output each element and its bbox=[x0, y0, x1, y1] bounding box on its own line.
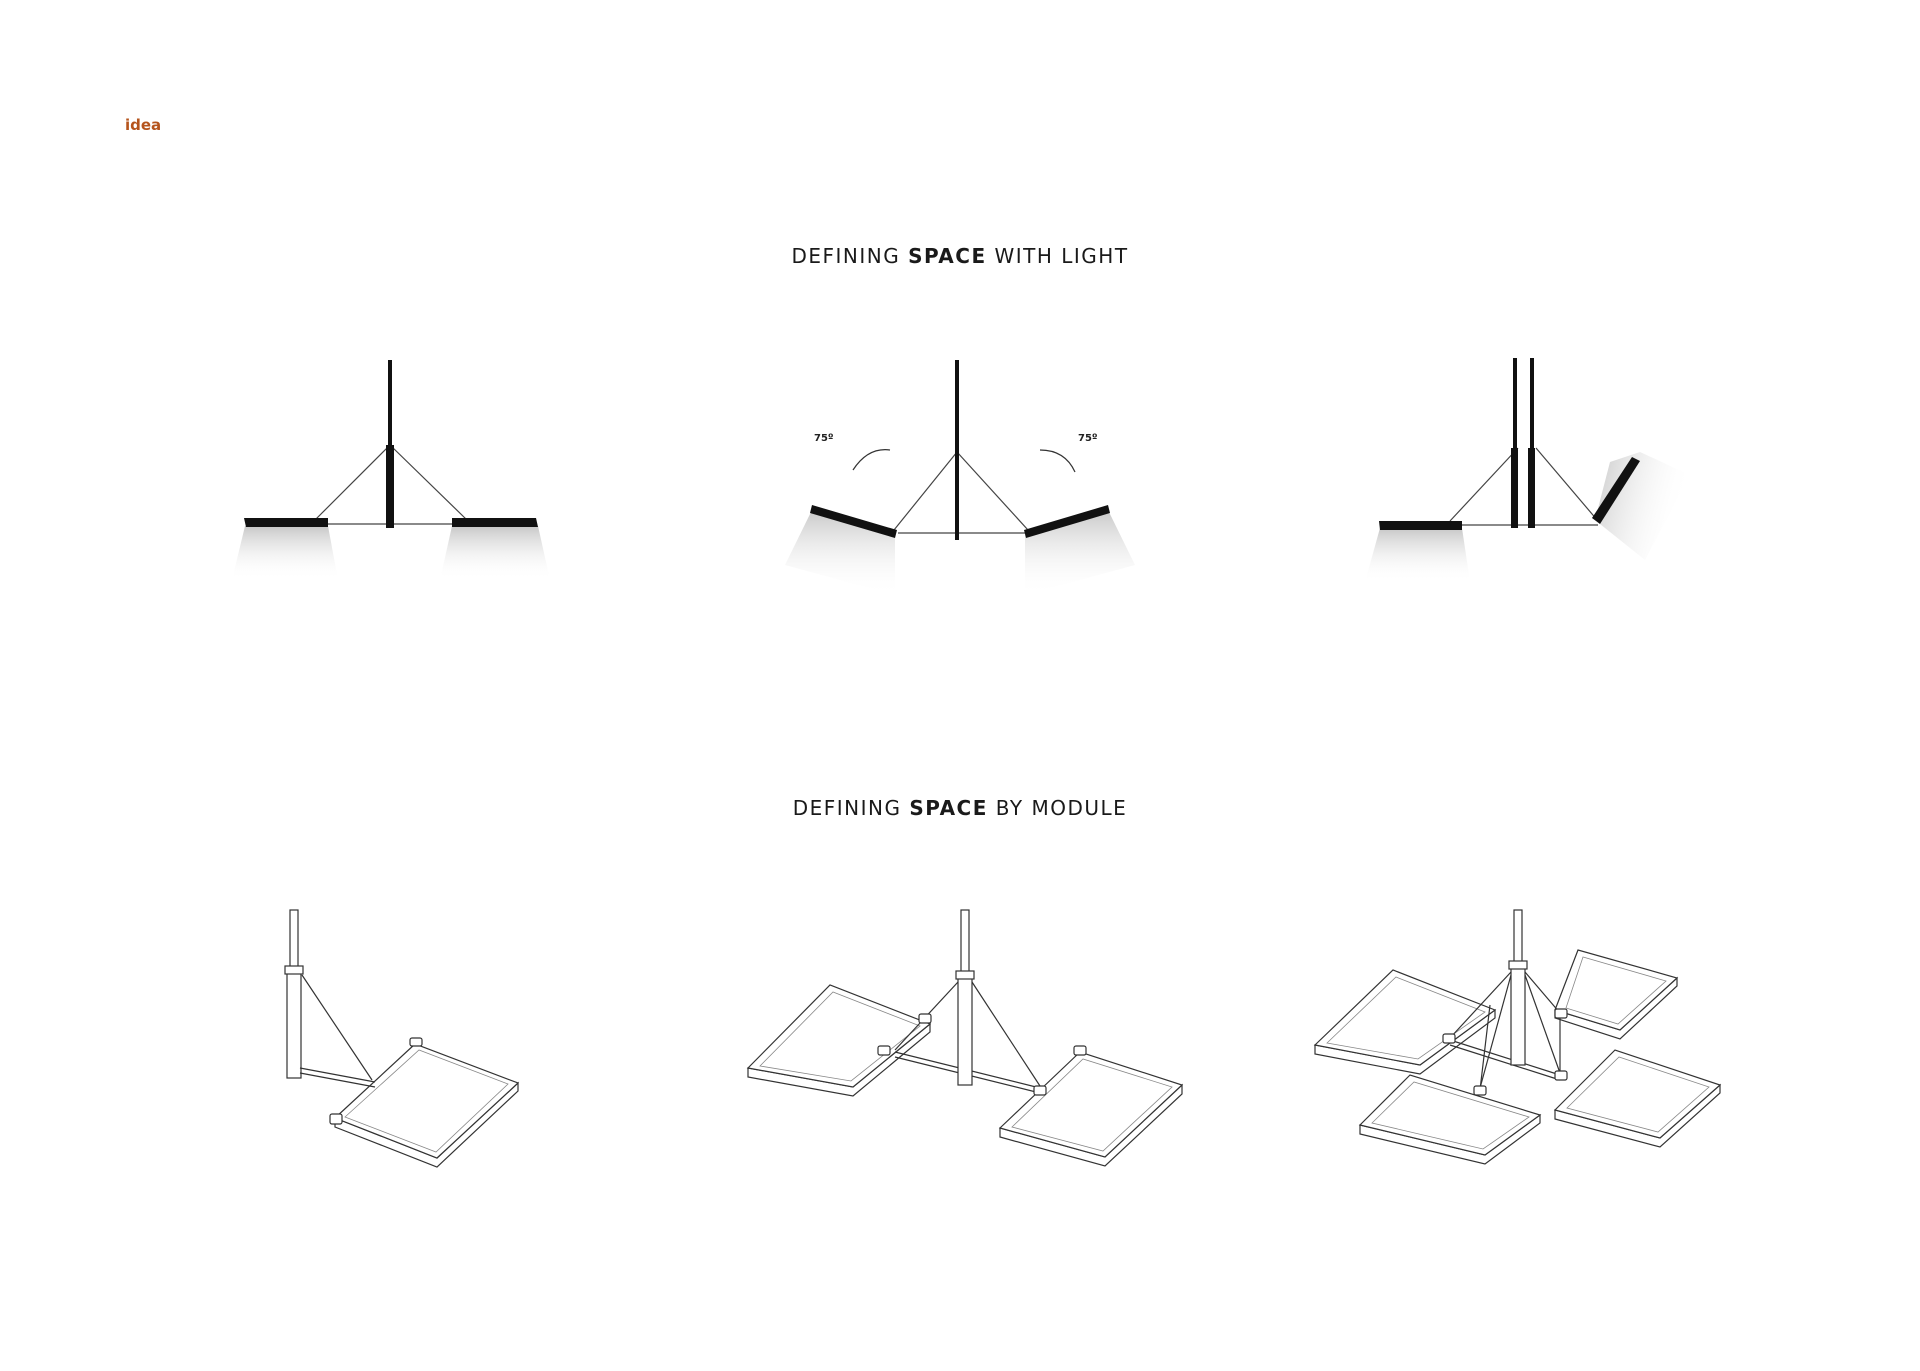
pole-collar bbox=[1508, 960, 1528, 970]
light-panel-right bbox=[1592, 457, 1640, 524]
light-diagram-flat bbox=[232, 360, 550, 580]
panel-back-right-top bbox=[1554, 949, 1679, 1031]
module-diagram-single bbox=[284, 909, 520, 1168]
module-diagram-quad bbox=[1313, 909, 1722, 1165]
cable bbox=[1524, 974, 1561, 1074]
panel-right-top bbox=[998, 1051, 1184, 1158]
panel-connector bbox=[918, 1013, 932, 1024]
heading-module: DEFINING SPACE BY MODULE bbox=[0, 796, 1920, 820]
light-beam-left bbox=[785, 510, 895, 595]
pole-lower bbox=[286, 969, 302, 1079]
cable bbox=[1479, 974, 1512, 1089]
light-beam-right bbox=[1025, 510, 1135, 595]
cable-right bbox=[971, 981, 1041, 1087]
pole-upper bbox=[388, 360, 392, 450]
tie-rod bbox=[299, 1072, 376, 1088]
cable-left bbox=[1449, 447, 1519, 522]
module-diagram-double bbox=[746, 909, 1184, 1167]
heading-module-pre: DEFINING bbox=[792, 796, 910, 820]
light-panel-left bbox=[244, 518, 328, 527]
pole bbox=[955, 360, 959, 540]
cable-right bbox=[389, 444, 468, 521]
panel-left-inner bbox=[759, 991, 921, 1082]
light-diagram-mixed bbox=[1365, 358, 1690, 582]
tie-rod bbox=[1449, 1044, 1561, 1081]
panel-connector bbox=[1033, 1085, 1047, 1096]
panel-connector bbox=[1554, 1070, 1568, 1081]
pole-lower bbox=[1510, 964, 1526, 1066]
cable bbox=[1449, 971, 1512, 1039]
heading-light-bold: SPACE bbox=[908, 244, 987, 268]
panel-connector bbox=[1473, 1085, 1487, 1096]
panel-connector bbox=[1554, 1008, 1568, 1019]
angle-arc-left bbox=[852, 449, 891, 471]
panel-front-left-inner bbox=[1371, 1081, 1530, 1150]
light-diagram-tilted: 75º 75º bbox=[785, 360, 1135, 595]
light-panel-left bbox=[810, 505, 897, 538]
pole-lower bbox=[386, 445, 394, 528]
pole-a-lower bbox=[1511, 448, 1518, 528]
heading-light: DEFINING SPACE WITH LIGHT bbox=[0, 244, 1920, 268]
panel-connector bbox=[409, 1037, 423, 1047]
cable bbox=[301, 974, 373, 1081]
light-panel-right bbox=[452, 518, 538, 527]
pole-upper bbox=[289, 909, 299, 971]
cable-right bbox=[1535, 447, 1599, 522]
panel-top bbox=[333, 1043, 520, 1159]
pole-upper bbox=[1513, 909, 1523, 966]
angle-label-right: 75º bbox=[1078, 433, 1098, 444]
panel-back-left-inner bbox=[1326, 976, 1486, 1060]
pole-upper bbox=[960, 909, 970, 976]
panel-connector bbox=[877, 1045, 891, 1056]
section-tag: idea bbox=[125, 116, 162, 134]
panel-connector bbox=[329, 1113, 343, 1125]
heading-light-pre: DEFINING bbox=[791, 244, 909, 268]
angle-arc-right bbox=[1039, 449, 1076, 473]
panel-front-right-inner bbox=[1566, 1056, 1710, 1133]
pole-lower bbox=[957, 974, 973, 1086]
panel-right-inner bbox=[1011, 1058, 1173, 1152]
heading-module-post: BY MODULE bbox=[987, 796, 1128, 820]
heading-light-post: WITH LIGHT bbox=[986, 244, 1129, 268]
cable-left bbox=[314, 444, 391, 521]
light-panel-left bbox=[1379, 521, 1462, 530]
pole-collar bbox=[955, 970, 975, 980]
panel-back-right-inner bbox=[1565, 956, 1667, 1025]
light-beam-left bbox=[232, 526, 338, 580]
panel-connector bbox=[1442, 1033, 1456, 1044]
pole-collar bbox=[284, 965, 304, 975]
pole-b-lower bbox=[1528, 448, 1535, 528]
heading-module-bold: SPACE bbox=[909, 796, 988, 820]
panel-inner-line bbox=[344, 1049, 509, 1153]
tie-rod bbox=[299, 1067, 376, 1083]
pole-a-upper bbox=[1513, 358, 1517, 453]
tie-rod bbox=[1449, 1039, 1561, 1076]
angle-label-left: 75º bbox=[814, 433, 834, 444]
cable-left bbox=[893, 451, 958, 531]
light-panel-right bbox=[1024, 505, 1110, 538]
light-beam-left bbox=[1365, 528, 1470, 582]
tie-rod bbox=[1479, 1004, 1491, 1091]
panel-left-top bbox=[746, 984, 932, 1088]
cable bbox=[1524, 971, 1561, 1014]
pole-b-upper bbox=[1530, 358, 1534, 453]
panel-front-left-top bbox=[1358, 1074, 1542, 1156]
cable-right bbox=[956, 451, 1029, 531]
light-beam-right bbox=[440, 526, 550, 580]
panel-connector bbox=[1073, 1045, 1087, 1056]
